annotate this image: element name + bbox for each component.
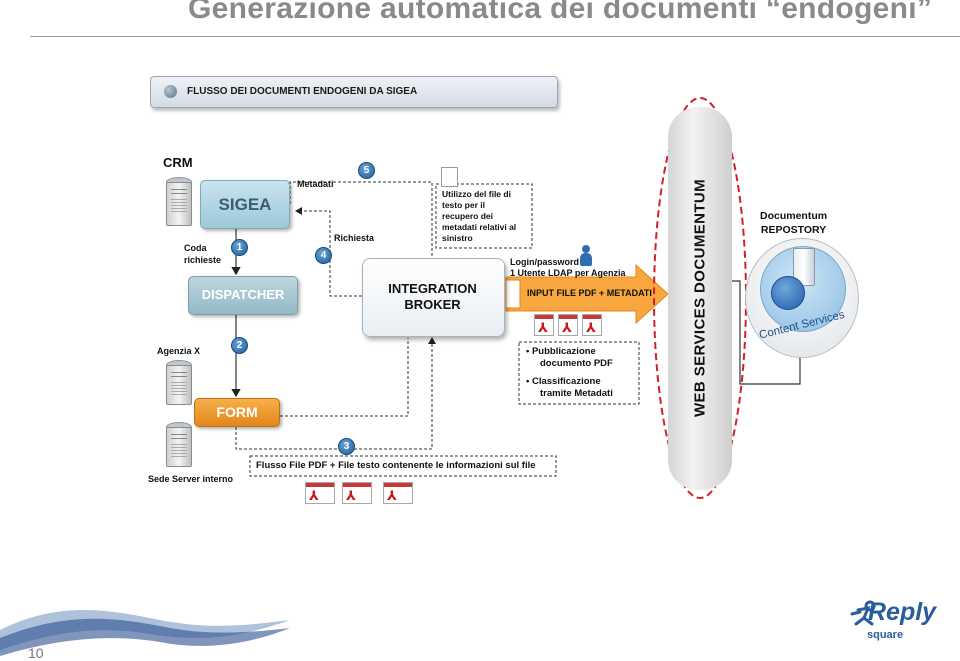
bullet-item-cont: documento PDF — [540, 358, 613, 369]
form-label: FORM — [216, 404, 258, 420]
flusso-label: Flusso File PDF + File testo contenente … — [256, 460, 536, 471]
step-badge-3: 3 — [338, 438, 355, 455]
page-number: 10 — [28, 645, 44, 661]
note-line: Utilizzo del file di — [442, 189, 511, 199]
form-node: FORM — [194, 398, 280, 427]
repository-database-icon — [771, 276, 805, 310]
web-services-bar — [668, 107, 732, 490]
documentum-label: Documentum REPOSTORY — [760, 209, 827, 237]
pdf-file-icon: ⅄ — [305, 482, 335, 504]
broker-label-line2: BROKER — [404, 297, 461, 312]
step-badge-2: 2 — [231, 337, 248, 354]
reply-logo-sub: square — [867, 629, 904, 641]
page-title: Generazione automatica dei documenti “en… — [188, 0, 933, 25]
diagram-header-bar: FLUSSO DEI DOCUMENTI ENDOGENI DA SIGEA — [150, 76, 558, 108]
sede-label: Sede Server interno — [148, 474, 234, 484]
dispatcher-label: DISPATCHER — [201, 287, 285, 302]
login-label-line2: 1 Utente LDAP per Agenzia — [510, 268, 626, 278]
step-badge-1: 1 — [231, 239, 248, 256]
text-file-icon — [441, 167, 458, 187]
note-line: sinistro — [442, 233, 473, 243]
sigea-node: SIGEA — [200, 180, 290, 229]
login-label-line1: Login/password — [510, 257, 580, 267]
broker-label-line1: INTEGRATION — [388, 281, 477, 296]
note-text: Utilizzo del file di testo per il recupe… — [442, 189, 516, 244]
title-divider — [30, 36, 960, 37]
documentum-label-line2: REPOSTORY — [760, 224, 827, 236]
user-icon — [580, 245, 592, 267]
metadati-label: Metadati — [297, 179, 334, 189]
footer-wave-decoration — [0, 610, 290, 656]
richiesta-label: Richiesta — [334, 233, 375, 243]
bullet-item: • Pubblicazione — [526, 346, 596, 357]
note-line: recupero dei — [442, 211, 494, 221]
reply-logo: Reply — [868, 598, 937, 626]
input-file-label: INPUT FILE PDF + METADATI — [527, 288, 652, 298]
web-services-label: WEB SERVICES DOCUMENTUM — [691, 178, 709, 418]
dispatcher-node: DISPATCHER — [188, 276, 298, 315]
pdf-file-icon: ⅄ — [534, 314, 554, 336]
coda-label-line2: richieste — [184, 255, 222, 265]
pdf-file-icon: ⅄ — [558, 314, 578, 336]
reply-runner-icon — [850, 600, 876, 626]
step-badge-4: 4 — [315, 247, 332, 264]
crm-label: CRM — [163, 155, 193, 170]
repository-server-icon — [793, 248, 815, 286]
sigea-label: SIGEA — [218, 195, 272, 214]
coda-label-line1: Coda — [184, 243, 207, 253]
header-bullet-icon — [164, 85, 177, 98]
bullet-list: • Pubblicazione documento PDF • Classifi… — [526, 346, 613, 400]
bullet-item-cont: tramite Metadati — [540, 388, 613, 399]
bullet-item: • Classificazione — [526, 376, 601, 387]
note-line: metadati relativi al — [442, 222, 517, 232]
documentum-label-line1: Documentum — [760, 210, 828, 222]
integration-broker-node: INTEGRATION BROKER — [362, 258, 505, 337]
step-badge-5: 5 — [358, 162, 375, 179]
pdf-file-icon: ⅄ — [582, 314, 602, 336]
integration-broker-label: INTEGRATION BROKER — [363, 281, 502, 313]
pdf-file-icon: ⅄ — [383, 482, 413, 504]
note-line: testo per il — [442, 200, 485, 210]
pdf-file-icon: ⅄ — [342, 482, 372, 504]
diagram-header-label: FLUSSO DEI DOCUMENTI ENDOGENI DA SIGEA — [187, 86, 418, 97]
agenzia-label: Agenzia X — [157, 346, 201, 356]
